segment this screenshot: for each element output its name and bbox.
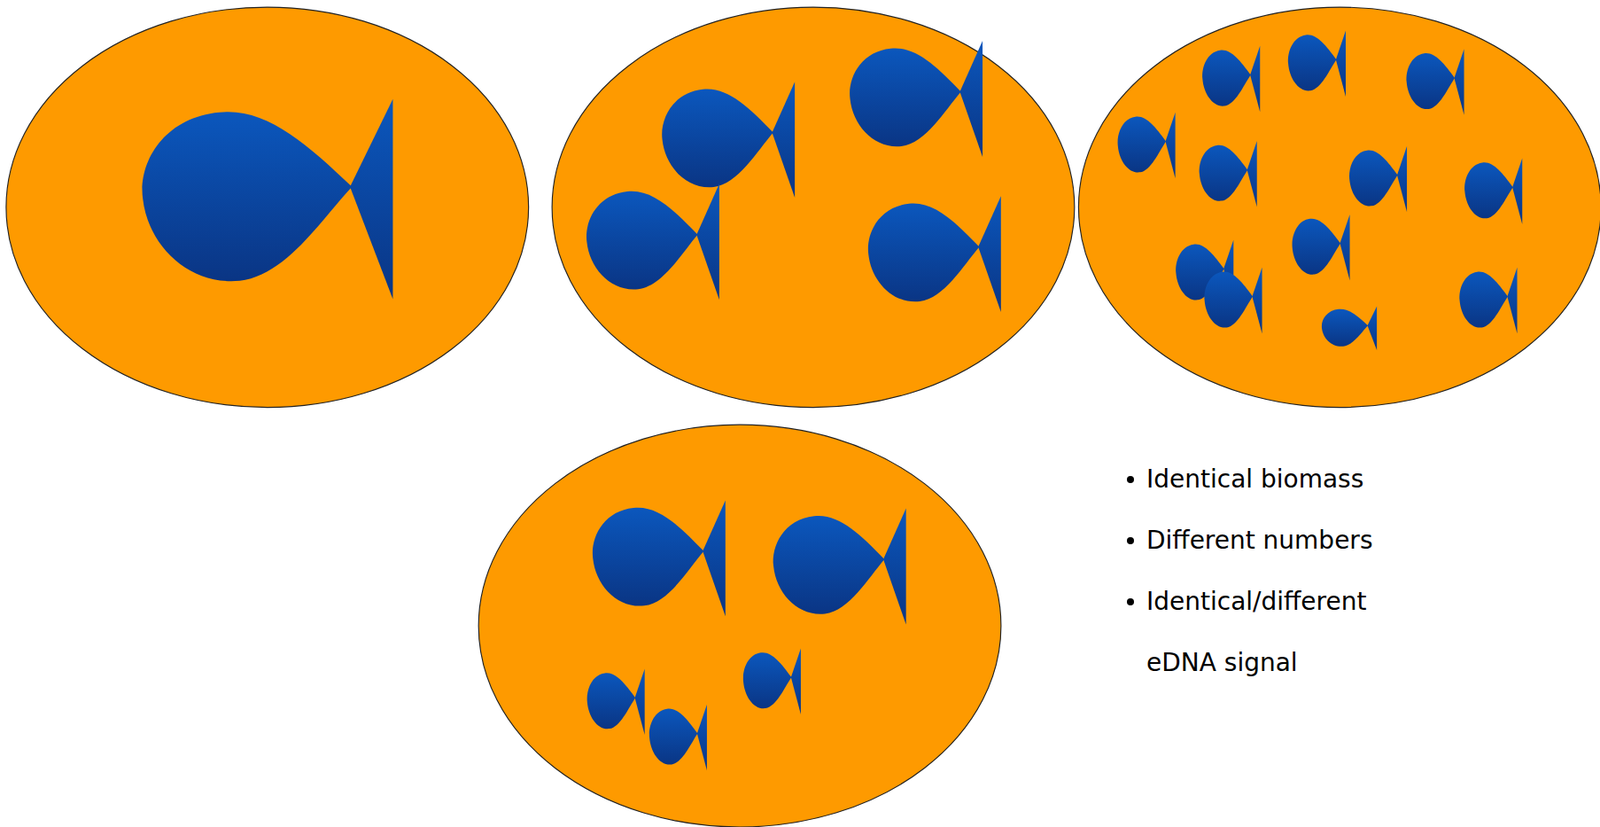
pond — [6, 7, 1600, 827]
bullet-dot — [1126, 475, 1134, 483]
bullet-item: Identical/different eDNA signal — [1125, 570, 1439, 693]
bullet-item: Different numbers — [1125, 509, 1439, 571]
bullet-item: Identical biomass — [1125, 448, 1439, 510]
bullet-text: Different numbers — [1146, 525, 1373, 555]
bullet-text: Identical/different eDNA signal — [1146, 586, 1367, 677]
bullet-dot — [1126, 536, 1134, 544]
bullet-list: Identical biomassDifferent numbersIdenti… — [1125, 448, 1445, 693]
bullet-dot — [1126, 598, 1134, 606]
bullet-text: Identical biomass — [1146, 464, 1364, 494]
